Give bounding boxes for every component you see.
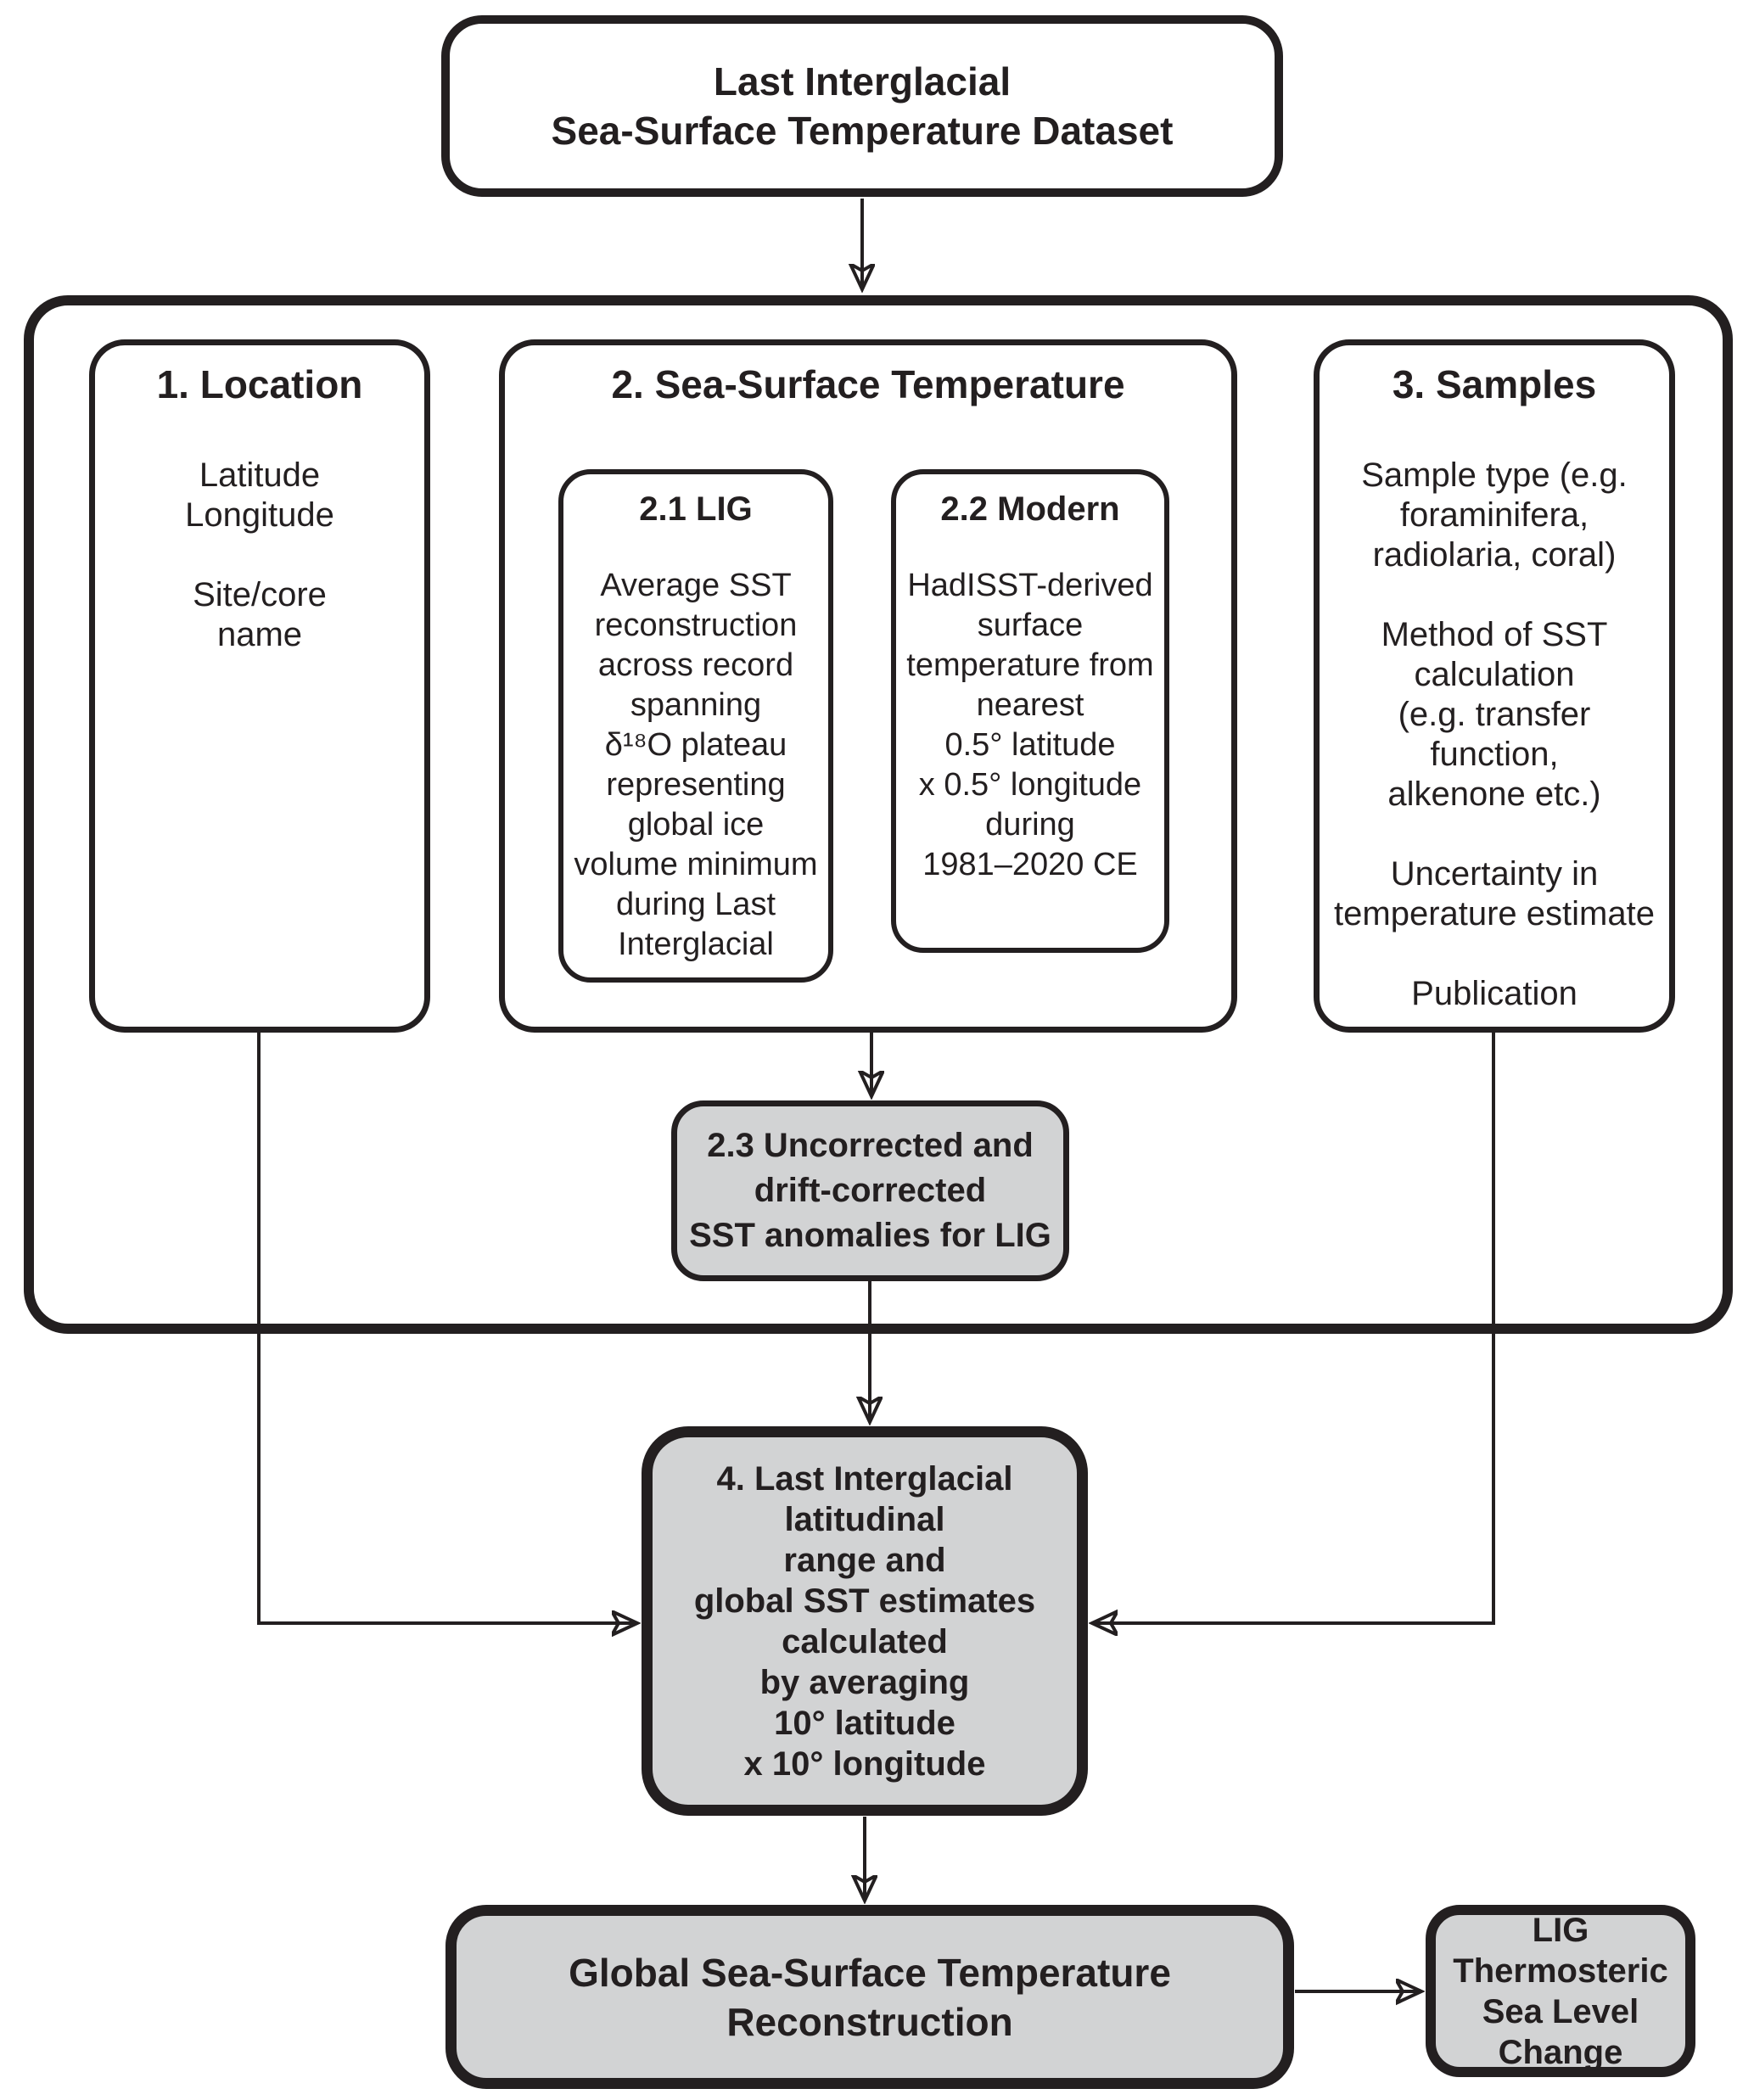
samples-box: 3. Samples Sample type (e.g. foraminifer…: [1314, 339, 1675, 1033]
location-body: Latitude Longitude Site/core name: [185, 456, 334, 653]
anomalies-box: 2.3 Uncorrected and drift-corrected SST …: [671, 1100, 1069, 1281]
latitudinal-range-text: 4. Last Interglacial latitudinal range a…: [693, 1459, 1036, 1783]
modern-subbox: 2.2 Modern HadISST-derived surface tempe…: [891, 469, 1169, 953]
modern-heading: 2.2 Modern: [940, 490, 1120, 528]
title-text: Last Interglacial Sea-Surface Temperatur…: [551, 59, 1174, 153]
sea-surface-temperature-heading: 2. Sea-Surface Temperature: [611, 362, 1125, 406]
samples-heading: 3. Samples: [1392, 362, 1597, 406]
latitudinal-range-box: 4. Last Interglacial latitudinal range a…: [642, 1426, 1088, 1816]
lig-heading: 2.1 LIG: [639, 490, 753, 528]
samples-body: Sample type (e.g. foraminifera, radiolar…: [1334, 456, 1655, 1012]
thermosteric-text: LIG Thermosteric Sea Level Change: [1453, 1911, 1668, 2071]
global-reconstruction-box: Global Sea-Surface Temperature Reconstru…: [446, 1905, 1294, 2089]
thermosteric-box: LIG Thermosteric Sea Level Change: [1426, 1905, 1695, 2077]
title-box: Last Interglacial Sea-Surface Temperatur…: [441, 15, 1283, 197]
anomalies-text: 2.3 Uncorrected and drift-corrected SST …: [689, 1127, 1051, 1254]
lig-subbox: 2.1 LIG Average SST reconstruction acros…: [558, 469, 833, 983]
location-heading: 1. Location: [156, 362, 363, 406]
location-box: 1. Location Latitude Longitude Site/core…: [89, 339, 430, 1033]
global-reconstruction-text: Global Sea-Surface Temperature Reconstru…: [569, 1950, 1171, 2044]
modern-body: HadISST-derived surface temperature from…: [906, 568, 1154, 882]
lig-body: Average SST reconstruction across record…: [574, 568, 818, 962]
